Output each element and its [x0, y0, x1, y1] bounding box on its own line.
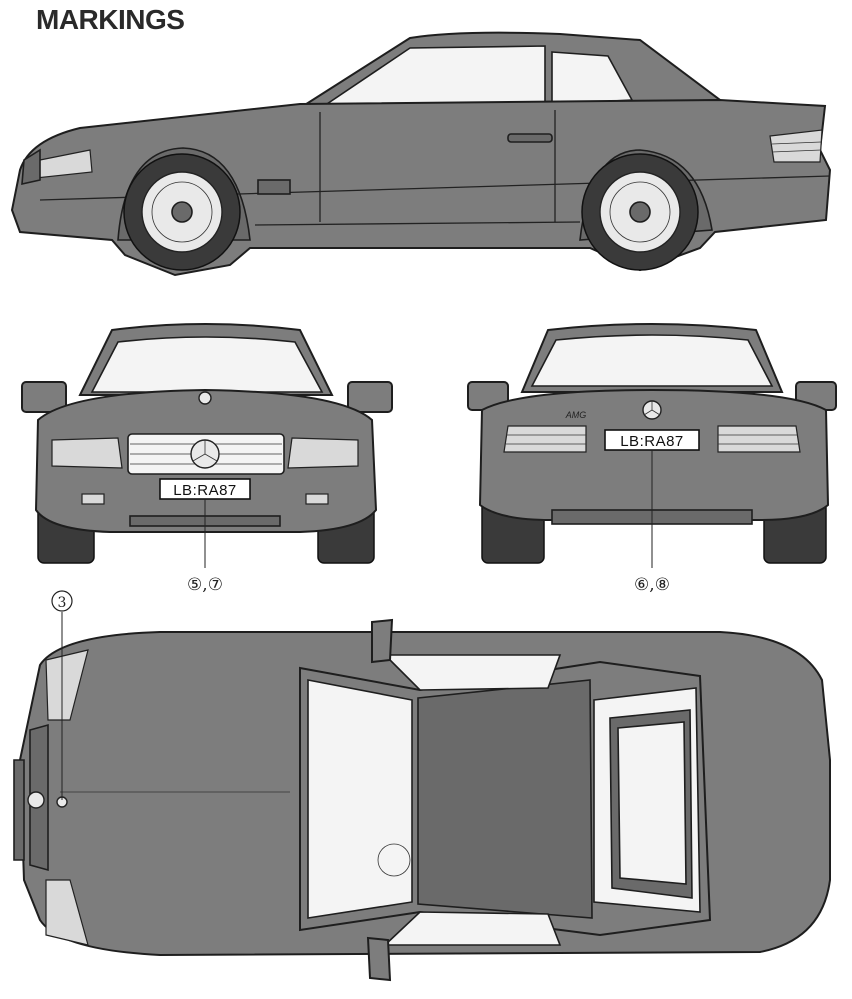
rear-plate-callout: ⑥,⑧	[634, 575, 670, 595]
top-view: 3	[13, 590, 831, 982]
front-plate-text: LB:RA87	[173, 482, 237, 499]
rear-view: AMG LB:RA87 ⑥,⑧	[467, 323, 837, 595]
hood-emblem-callout: 3	[58, 595, 67, 611]
page-title: MARKINGS	[36, 4, 185, 35]
front-view: LB:RA87 ⑤,⑦	[21, 323, 393, 595]
rear-plate-text: LB:RA87	[620, 433, 684, 450]
side-view	[10, 31, 832, 277]
front-plate-callout: ⑤,⑦	[187, 575, 223, 595]
amg-badge: AMG	[565, 410, 587, 420]
